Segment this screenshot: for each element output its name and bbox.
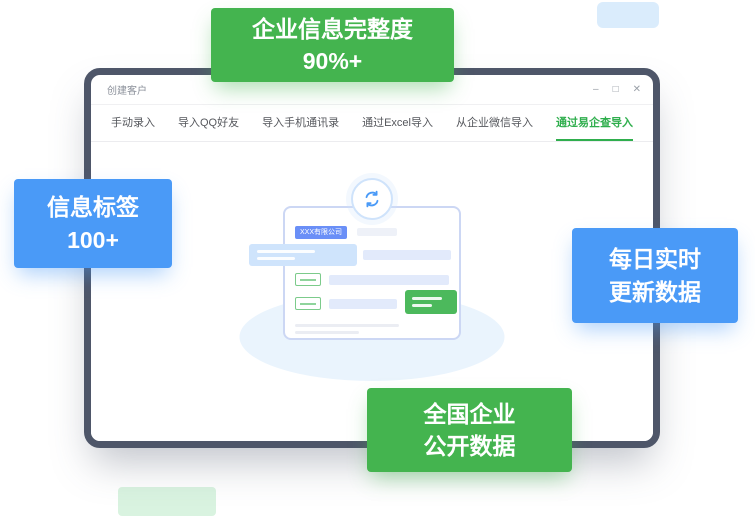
company-profile-card: XXX有限公司 [249, 206, 461, 340]
tab-import-excel[interactable]: 通过Excel导入 [362, 117, 433, 129]
badge-daily-update: 每日实时 更新数据 [572, 228, 738, 323]
tab-import-phone-contacts[interactable]: 导入手机通讯录 [262, 117, 340, 129]
field-tag [295, 273, 321, 286]
sync-icon [351, 178, 393, 220]
field-tag [295, 297, 321, 310]
badge-line: 90%+ [302, 48, 363, 74]
skeleton-line [257, 257, 295, 260]
window-controls: – □ ✕ [593, 83, 641, 95]
green-data-tag [405, 290, 457, 314]
decor-rect-top-right [597, 2, 659, 28]
badge-line: 更新数据 [609, 278, 701, 305]
create-customer-window: 创建客户 – □ ✕ 手动录入 导入QQ好友 导入手机通讯录 通过Excel导入… [84, 68, 660, 448]
tab-manual-entry[interactable]: 手动录入 [111, 117, 155, 129]
skeleton-line [412, 304, 432, 307]
highlight-strip [249, 244, 357, 266]
badge-info-tags: 信息标签 100+ [14, 179, 172, 268]
badge-national-data: 全国企业 公开数据 [367, 388, 572, 472]
tab-import-wecom[interactable]: 从企业微信导入 [455, 117, 533, 129]
skeleton-line [412, 297, 442, 300]
close-icon[interactable]: ✕ [632, 83, 641, 95]
minimize-icon[interactable]: – [593, 83, 599, 95]
skeleton-line [357, 228, 397, 236]
sync-arrows-icon [365, 190, 379, 208]
tab-import-qq-friends[interactable]: 导入QQ好友 [177, 117, 240, 129]
window-titlebar: 创建客户 – □ ✕ [91, 75, 653, 105]
badge-info-completeness: 企业信息完整度 90%+ [211, 8, 454, 82]
badge-line: 信息标签 [47, 194, 139, 221]
skeleton-line [329, 275, 449, 285]
badge-line: 100+ [67, 226, 119, 253]
badge-line: 企业信息完整度 [252, 15, 413, 42]
badge-line: 全国企业 [423, 400, 516, 427]
badge-line: 公开数据 [423, 433, 516, 459]
skeleton-line [295, 331, 359, 334]
import-method-tabs: 手动录入 导入QQ好友 导入手机通讯录 通过Excel导入 从企业微信导入 通过… [91, 105, 653, 142]
company-name-tag: XXX有限公司 [295, 226, 348, 239]
maximize-icon[interactable]: □ [612, 83, 619, 95]
decor-rect-bottom-left [118, 487, 216, 516]
window-title: 创建客户 [107, 86, 147, 97]
badge-line: 每日实时 [609, 246, 701, 273]
data-sync-illustration: XXX有限公司 [222, 176, 522, 381]
skeleton-line [363, 250, 451, 260]
skeleton-line [295, 324, 399, 327]
skeleton-line [329, 299, 397, 309]
skeleton-line [257, 250, 315, 253]
tab-import-yiqicha[interactable]: 通过易企查导入 [555, 105, 633, 141]
